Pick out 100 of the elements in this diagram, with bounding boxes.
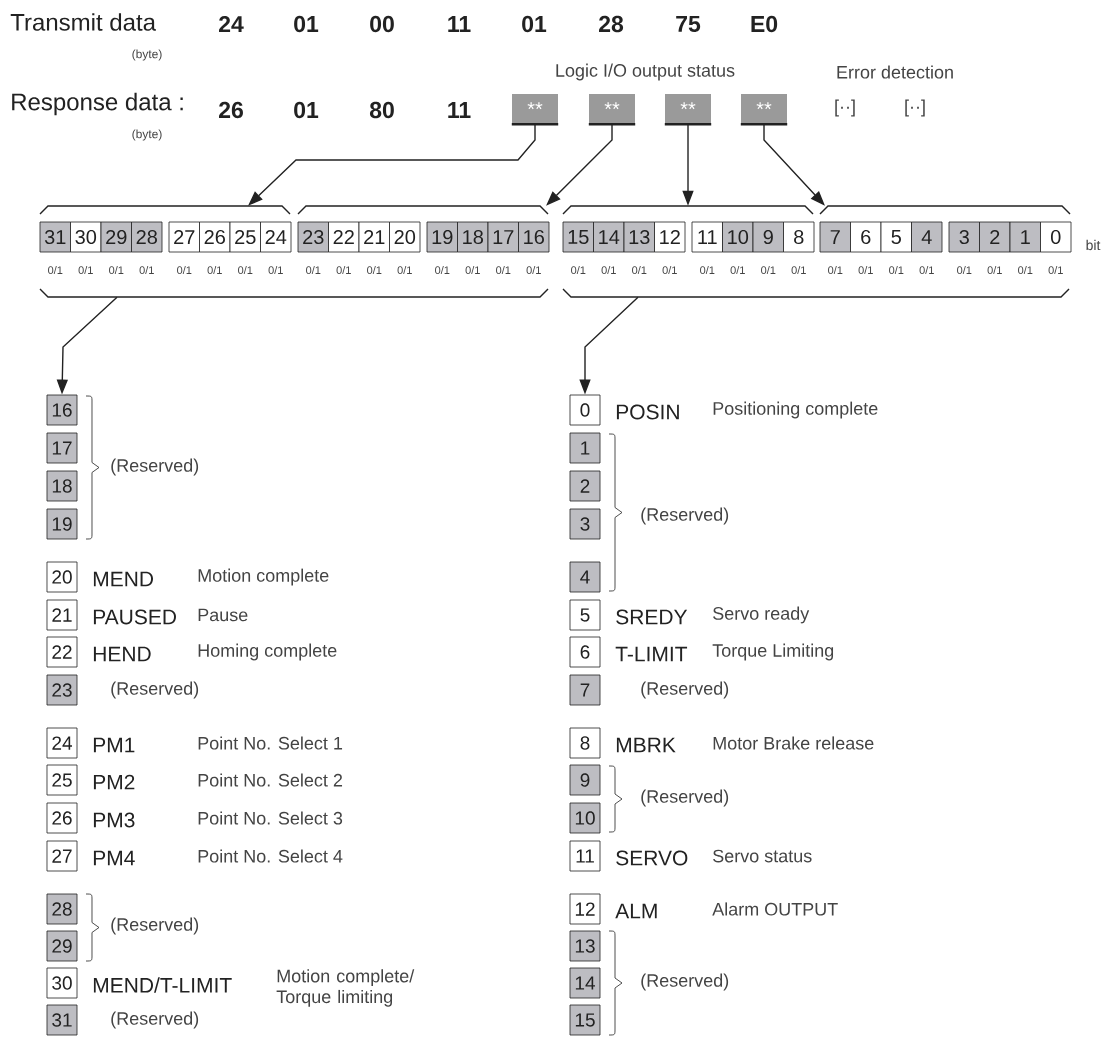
arrow [248, 123, 536, 206]
note-label: (Reserved) [641, 789, 729, 807]
bit-value-label: 0/1 [336, 265, 351, 275]
bit-cell: 6 [850, 221, 882, 253]
byte-value: 24 [219, 15, 244, 33]
byte-value: E0 [751, 15, 778, 33]
description: Pause [198, 608, 248, 622]
description: Motion complete/ Torque limiting [276, 969, 415, 1007]
description: Servo ready [713, 606, 810, 624]
note-label: (Reserved) [641, 973, 729, 991]
signal-name: MEND [93, 571, 154, 587]
bit-cell: 13 [623, 221, 655, 253]
bit-value-label: 0/1 [571, 265, 586, 275]
bit-cell: 1 [1009, 221, 1041, 253]
bit-cell: 25 [46, 764, 78, 796]
bit-cell: 11 [569, 840, 601, 872]
bit-value-label: 0/1 [78, 265, 93, 275]
bit-cell: 14 [569, 967, 601, 999]
bit-cell: 5 [880, 221, 912, 253]
note-label: (Reserved) [111, 1011, 199, 1029]
bit-cell: 22 [46, 636, 78, 668]
bit-value-label: 0/1 [397, 265, 412, 275]
signal-name: HEND [93, 646, 151, 662]
column-header: Error detection [837, 65, 953, 79]
bit-cell: 0 [569, 394, 601, 426]
bit-value-label: 0/1 [367, 265, 382, 275]
bit-value-label: 0/1 [496, 265, 511, 275]
arrow [546, 123, 613, 206]
placeholder-value: [··] [835, 99, 855, 117]
placeholder-value: [··] [905, 99, 925, 117]
bit-cell: 1 [569, 432, 601, 464]
description: Positioning complete [713, 401, 878, 419]
bit-cell: 7 [569, 674, 601, 706]
bit-cell: 9 [752, 221, 784, 253]
note-label: (Reserved) [111, 458, 199, 476]
bit-value-label: 0/1 [177, 265, 192, 275]
bit-value-label: 0/1 [526, 265, 541, 275]
bit-cell: 26 [46, 802, 78, 834]
bit-cell: 29 [46, 930, 78, 962]
description: Point No. Select 2 [198, 773, 343, 787]
signal-name: MEND/T-LIMIT [93, 977, 232, 993]
bit-cell: 17 [487, 221, 519, 253]
bit-cell: 14 [593, 221, 625, 253]
bit-value-label: 0/1 [238, 265, 253, 275]
bit-cell: 30 [46, 967, 78, 999]
bit-cell: 8 [569, 727, 601, 759]
bit-cell: 8 [783, 221, 815, 253]
signal-name: SERVO [616, 850, 688, 866]
bit-cell: 11 [691, 221, 723, 253]
bit-cell: 16 [518, 221, 550, 253]
bracket [819, 205, 1071, 215]
bit-cell: 23 [46, 674, 78, 706]
signal-name: MBRK [616, 737, 676, 753]
bracket [39, 205, 291, 215]
signal-name: POSIN [616, 404, 679, 420]
bit-cell: 20 [46, 561, 78, 593]
bit-cell: 23 [297, 221, 329, 253]
bit-cell: 2 [569, 470, 601, 502]
bit-cell: 10 [722, 221, 754, 253]
description: Homing complete [198, 643, 337, 661]
signal-name: SREDY [616, 609, 688, 625]
value-box: ** [511, 94, 559, 126]
description: Servo status [713, 849, 812, 863]
bit-value-label: 0/1 [791, 265, 806, 275]
description: Torque Limiting [712, 643, 834, 661]
bit-value-label: 0/1 [987, 265, 1002, 275]
byte-value: 01 [522, 15, 547, 33]
bit-value-label: 0/1 [761, 265, 776, 275]
bit-cell: 22 [328, 221, 360, 253]
description: Motion complete [198, 568, 329, 586]
bit-value-label: 0/1 [889, 265, 904, 275]
row-label: Transmit data [10, 13, 156, 31]
bit-cell: 16 [46, 394, 78, 426]
bit-cell: 29 [100, 221, 132, 253]
bit-cell: 24 [260, 221, 292, 253]
note-label: (Reserved) [111, 917, 199, 935]
bit-cell: 19 [46, 508, 78, 540]
bit-value-label: 0/1 [465, 265, 480, 275]
bit-cell: 28 [131, 221, 163, 253]
bit-cell: 26 [199, 221, 231, 253]
unit-label: bit [1086, 239, 1101, 251]
bit-cell: 7 [819, 221, 851, 253]
bit-cell: 4 [569, 561, 601, 593]
bit-cell: 6 [569, 636, 601, 668]
byte-value: 80 [369, 101, 394, 119]
bit-cell: 4 [911, 221, 943, 253]
byte-value: 00 [370, 15, 394, 33]
bit-cell: 28 [46, 893, 78, 925]
bit-cell: 21 [46, 599, 78, 631]
byte-value: 75 [676, 16, 701, 32]
bit-cell: 15 [562, 221, 594, 253]
byte-value: 01 [294, 101, 319, 119]
byte-value: 11 [448, 102, 471, 118]
bit-value-label: 0/1 [730, 265, 745, 275]
bit-value-label: 0/1 [268, 265, 283, 275]
bit-cell: 18 [46, 470, 78, 502]
bit-cell: 31 [39, 221, 71, 253]
bit-cell: 25 [229, 221, 261, 253]
bit-cell: 15 [569, 1004, 601, 1036]
bit-cell: 9 [569, 764, 601, 796]
